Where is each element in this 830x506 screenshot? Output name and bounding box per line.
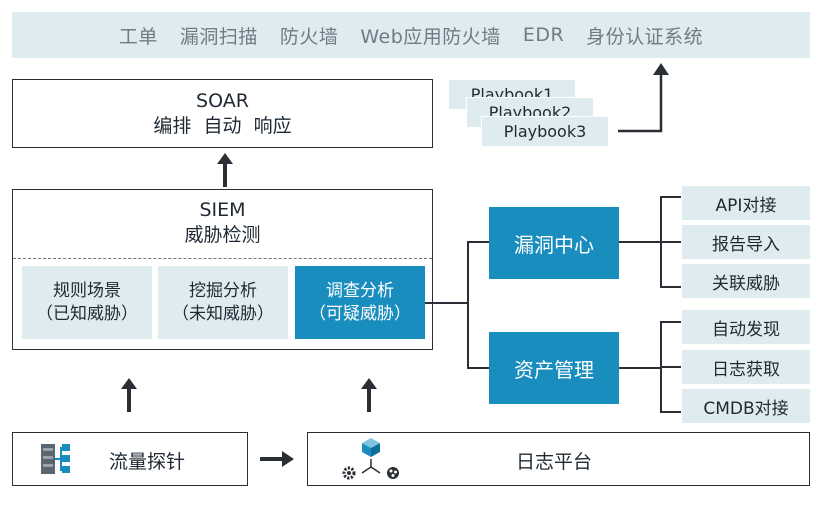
probe-box: 流量探针	[12, 432, 248, 486]
siem-header: SIEM 威胁检测	[12, 198, 433, 248]
connector-vertical	[467, 241, 469, 368]
tool-waf: Web应用防火墙	[360, 25, 501, 48]
arrow-log-to-siem	[361, 378, 377, 412]
playbook-3: Playbook3	[481, 116, 609, 147]
siem-subtitle: 威胁检测	[184, 224, 261, 246]
asset-connector	[619, 367, 661, 369]
tool-firewall: 防火墙	[279, 25, 339, 48]
network-icon	[387, 467, 399, 479]
gear-icon	[342, 466, 356, 480]
log-icons-group	[342, 438, 399, 480]
connector-siem	[425, 302, 469, 304]
log-platform-label: 日志平台	[516, 451, 593, 473]
scenario-investigation: 调查分析 （可疑威胁）	[295, 266, 425, 339]
vuln-item-threat: 关联威胁	[682, 264, 810, 298]
tool-vuln-scan: 漏洞扫描	[179, 25, 258, 48]
siem-title: SIEM	[199, 199, 246, 221]
security-tools-bar: 工单 漏洞扫描 防火墙 Web应用防火墙 EDR 身份认证系统	[12, 12, 810, 58]
scenario-rule: 规则场景 （已知威胁）	[22, 266, 152, 339]
asset-item-discovery: 自动发现	[682, 310, 810, 344]
scenario-mining: 挖掘分析 （未知威胁）	[158, 266, 288, 339]
log-platform-box: 日志平台	[307, 432, 810, 486]
connector-to-asset	[467, 367, 489, 369]
arrow-probe-to-log	[260, 451, 294, 467]
vuln-bracket	[660, 196, 681, 288]
asset-item-cmdb: CMDB对接	[682, 389, 810, 423]
cube-icon	[362, 438, 380, 457]
arrow-playbook-to-tools	[618, 63, 669, 133]
asset-bracket	[660, 321, 681, 413]
siem-box	[12, 189, 433, 350]
tool-identity-auth: 身份认证系统	[586, 25, 704, 48]
arrow-probe-to-siem	[121, 378, 137, 412]
vuln-center-box: 漏洞中心	[489, 207, 619, 279]
tool-edr: EDR	[522, 24, 565, 46]
connector-to-vuln	[467, 241, 489, 243]
server-rack-icon	[41, 444, 70, 474]
arrow-siem-to-soar	[217, 153, 233, 187]
asset-item-log: 日志获取	[682, 350, 810, 384]
soar-box: SOAR 编排 自动 响应	[12, 79, 433, 148]
vuln-item-api: API对接	[682, 186, 810, 220]
vuln-item-report: 报告导入	[682, 225, 810, 259]
siem-divider	[13, 258, 432, 259]
soar-subtitle: 编排 自动 响应	[153, 114, 292, 137]
soar-title: SOAR	[196, 89, 249, 112]
tool-ticket: 工单	[118, 25, 158, 48]
asset-mgmt-box: 资产管理	[489, 332, 619, 404]
probe-label: 流量探针	[109, 451, 186, 473]
vuln-connector	[619, 241, 661, 243]
